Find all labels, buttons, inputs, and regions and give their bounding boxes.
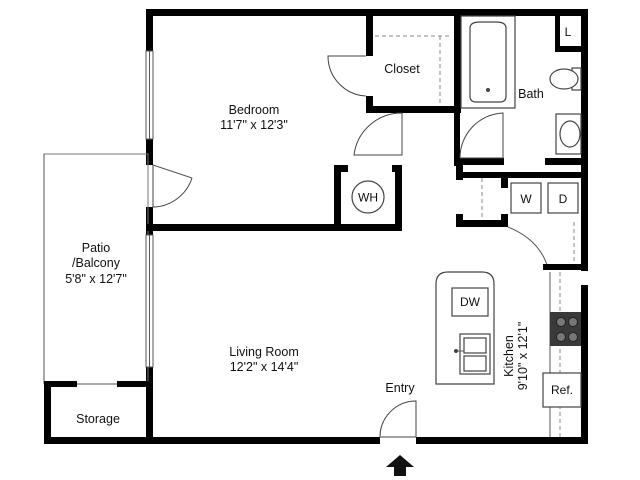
kitchen-name: Kitchen [502,335,516,377]
laundry-walls [456,165,588,227]
stove [550,312,581,346]
refrigerator: Ref. [542,372,582,408]
dishwasher-label: DW [460,295,481,309]
living-room-name: Living Room [229,345,298,359]
washer-label: W [520,192,532,206]
kitchen-sink [454,333,491,375]
refrigerator-label: Ref. [551,383,573,397]
linen-label: L [565,25,572,39]
closet-walls [366,9,461,113]
living-room-size: 12'2" x 14'4" [230,360,299,374]
bedroom-name: Bedroom [229,103,280,117]
bedroom-door [353,112,403,156]
closet-name: Closet [384,62,420,76]
entry-door [379,400,417,438]
dryer-label: D [559,192,568,206]
water-heater: WH [351,180,385,214]
washer: W [510,182,542,214]
storage-name: Storage [76,412,120,426]
dryer: D [547,182,579,214]
kitchen-counter [543,264,588,437]
entry-arrow-icon [386,455,414,476]
closet-door [327,55,367,97]
bath-walls [454,106,588,166]
patio-name-line1: Patio [82,241,111,255]
bedroom-living-wall [146,165,402,231]
water-heater-label: WH [358,191,378,205]
storage-walls [44,381,153,444]
entry-name: Entry [385,381,415,395]
linen-closet: L [555,16,581,52]
bath-name: Bath [518,87,544,101]
toilet [549,67,582,91]
patio-name-line2: /Balcony [72,256,121,270]
bathtub [460,15,516,109]
bath-door [459,112,504,159]
bath-sink [555,113,582,155]
outer-walls [146,9,588,444]
patio-sliding-door [145,234,154,368]
bedroom-patio-door [152,164,193,208]
patio-size: 5'8" x 12'7" [65,272,127,286]
bedroom-size: 11'7" x 12'3" [220,118,288,132]
bedroom-window [145,50,154,140]
kitchen-size: 9'10" x 12'1" [516,322,530,391]
